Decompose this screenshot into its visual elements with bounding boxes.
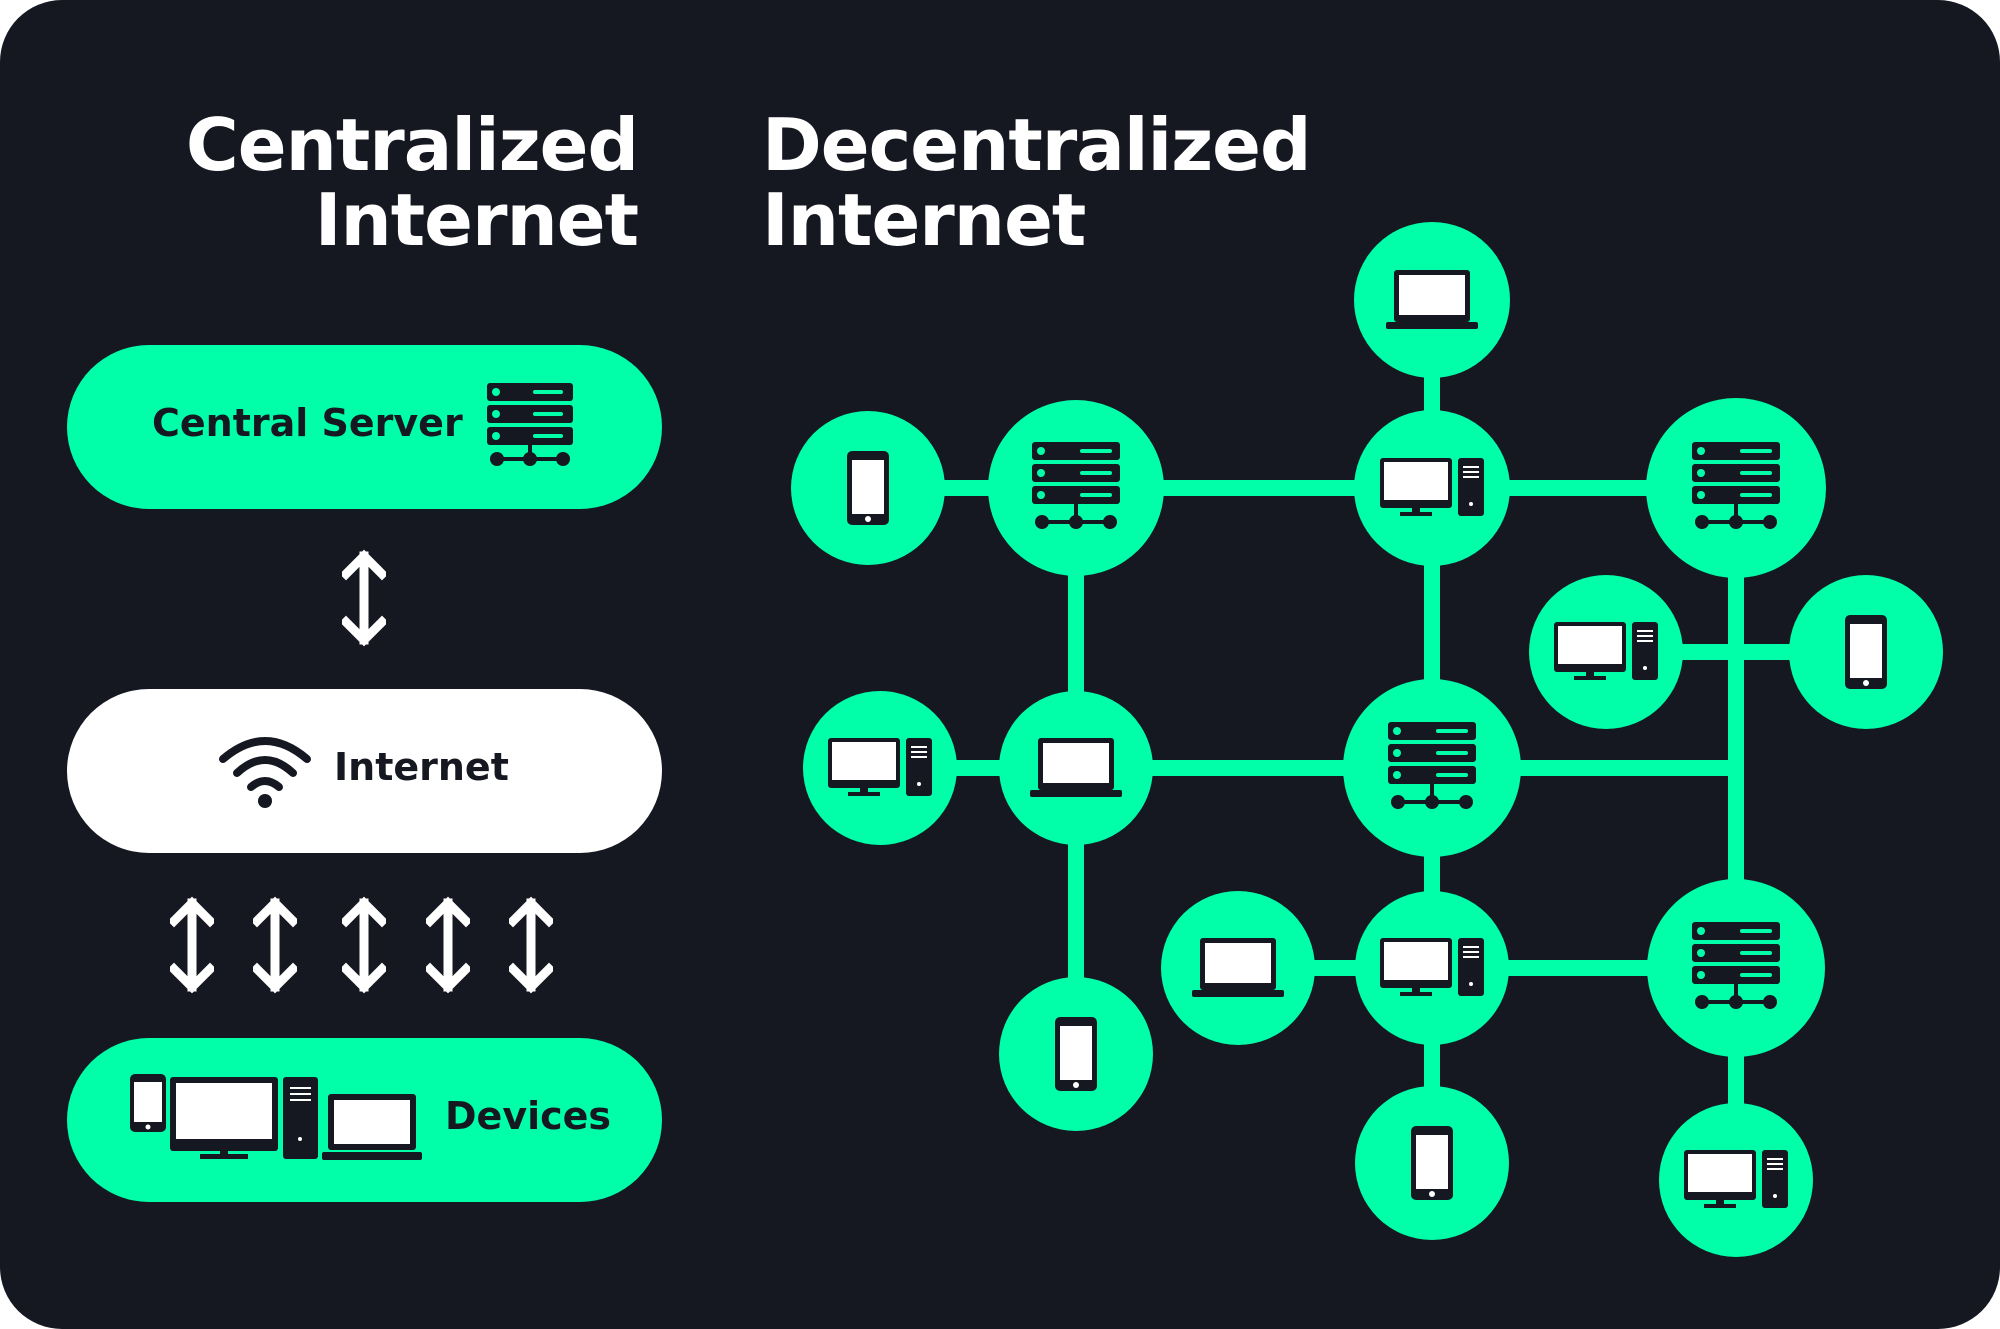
laptop-icon	[322, 1094, 422, 1160]
desktop-icon	[1380, 458, 1484, 516]
network-node-laptop-top	[1354, 222, 1510, 378]
double-arrow-icon	[509, 896, 553, 994]
double-arrow-icon	[426, 896, 470, 994]
centralized-title-line1: Centralized	[185, 103, 639, 187]
laptop-icon	[1386, 270, 1478, 329]
central-server-label: Central Server	[152, 401, 463, 445]
laptop-icon	[1030, 738, 1122, 797]
network-node-desktop-d	[1355, 891, 1509, 1045]
network-node-laptop-b	[1161, 891, 1315, 1045]
phone-icon	[1055, 1017, 1097, 1091]
laptop-icon	[1192, 938, 1284, 997]
desktop-icon	[170, 1077, 318, 1159]
double-arrow-icon	[342, 896, 386, 994]
network-node-server-b	[1646, 398, 1826, 578]
network-node-desktop-e	[1659, 1103, 1813, 1257]
phone-icon	[1845, 615, 1887, 689]
desktop-icon	[1554, 622, 1658, 680]
network-nodes	[791, 222, 1943, 1257]
network-node-phone-right	[1789, 575, 1943, 729]
centralized-title-line2: Internet	[314, 178, 639, 262]
network-node-desktop-a	[1354, 410, 1510, 566]
decentralized-title-line1: Decentralized	[762, 103, 1312, 187]
phone-icon	[130, 1074, 166, 1132]
network-node-server-c	[1343, 679, 1521, 857]
network-node-server-d	[1647, 879, 1825, 1057]
double-arrow-icon	[342, 549, 386, 647]
decentralized-title-line2: Internet	[762, 178, 1086, 262]
wifi-icon	[219, 737, 311, 808]
desktop-icon	[1684, 1150, 1788, 1208]
network-node-desktop-c	[803, 691, 957, 845]
double-arrow-icon	[170, 896, 214, 994]
internet-pill: Internet	[67, 689, 662, 853]
network-node-server-a	[988, 400, 1164, 576]
phone-icon	[1411, 1126, 1453, 1200]
phone-icon	[847, 451, 889, 525]
desktop-icon	[828, 738, 932, 796]
desktop-icon	[1380, 938, 1484, 996]
devices-pill: Devices	[67, 1038, 662, 1202]
network-node-phone-left	[791, 411, 945, 565]
network-node-laptop-a	[999, 691, 1153, 845]
server-icon	[487, 383, 573, 466]
centralized-title: Centralized Internet	[120, 103, 639, 262]
double-arrow-icon	[253, 896, 297, 994]
network-node-phone-b	[1355, 1086, 1509, 1240]
decentralized-title: Decentralized Internet	[762, 108, 1462, 258]
network-node-desktop-b	[1529, 575, 1683, 729]
network-node-phone-a	[999, 977, 1153, 1131]
internet-label: Internet	[334, 745, 509, 789]
devices-label: Devices	[445, 1094, 612, 1138]
central-server-pill: Central Server	[67, 345, 662, 509]
